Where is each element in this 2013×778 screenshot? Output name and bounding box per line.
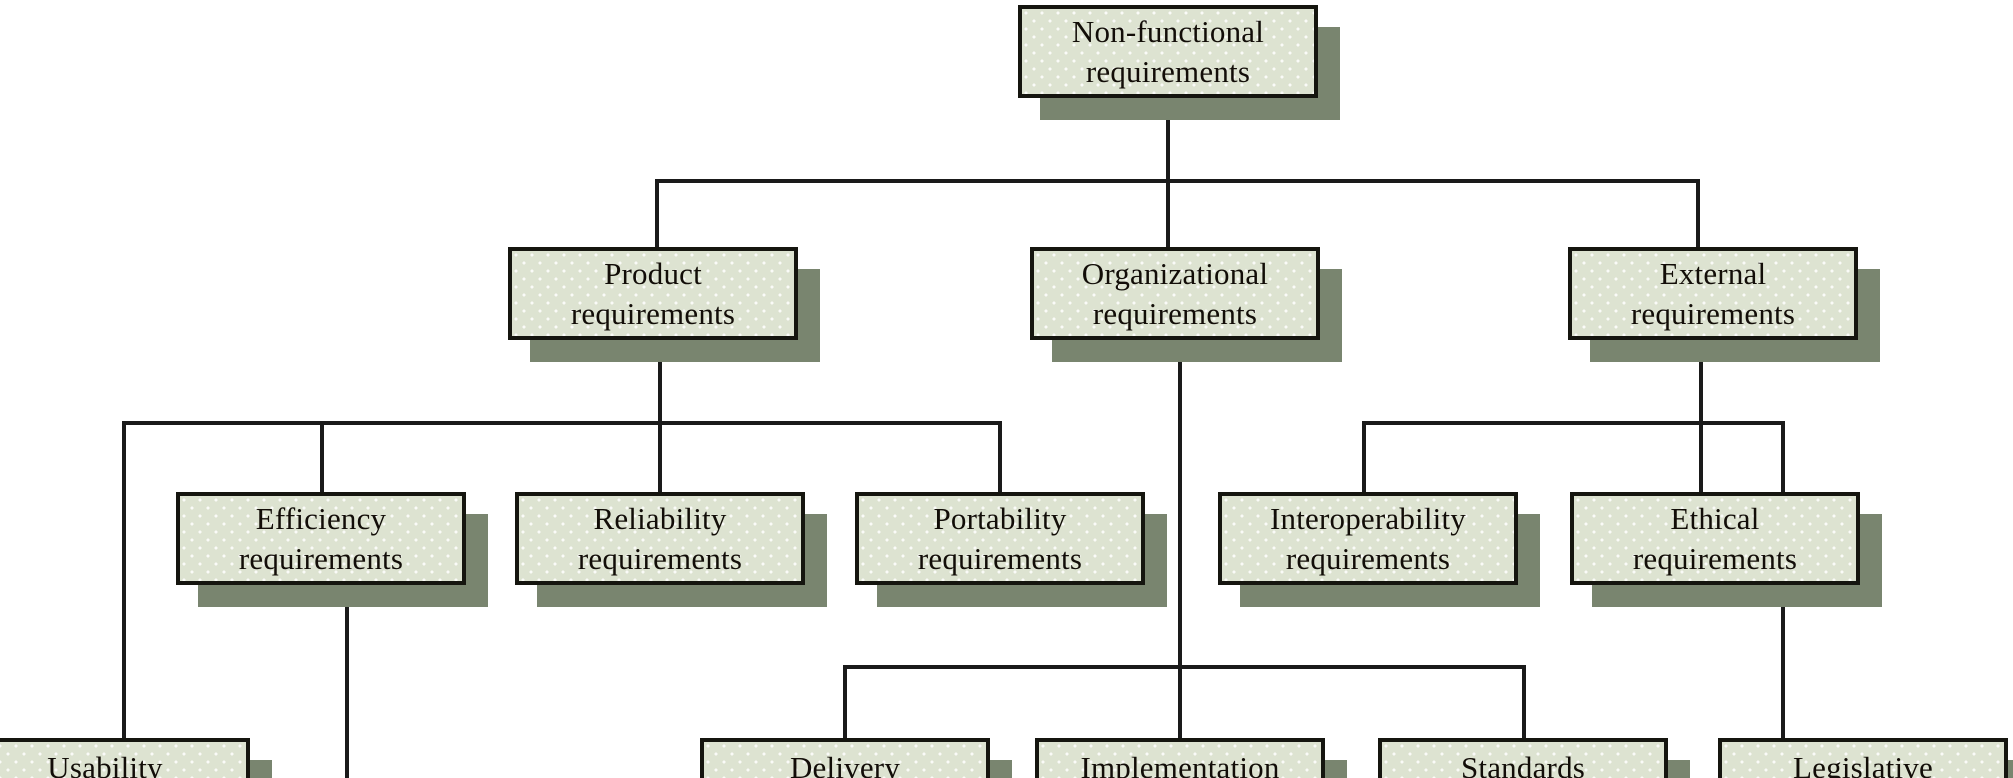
node-label-line1: Legislative	[1793, 750, 1933, 778]
node-usability[interactable]: Usability	[0, 738, 250, 778]
node-label-line2: requirements	[1092, 295, 1258, 331]
node-label-line1: Ethical	[1670, 501, 1760, 537]
edge-product-stem	[658, 338, 662, 496]
node-non-functional-requirements[interactable]: Non-functional requirements	[1018, 5, 1318, 98]
edge-organizational-to-standards	[1522, 665, 1526, 743]
node-label-line2: requirements	[1630, 295, 1796, 331]
node-standards[interactable]: Standards	[1378, 738, 1668, 778]
node-label-line1: Product	[604, 256, 702, 292]
edge-organizational-bus	[843, 665, 1526, 669]
edge-external-bus	[1362, 421, 1785, 425]
edge-external-to-interoperability	[1362, 421, 1366, 496]
node-label-line2: requirements	[577, 540, 743, 576]
node-reliability-requirements[interactable]: Reliability requirements	[515, 492, 805, 585]
node-label-line1: Standards	[1460, 750, 1586, 778]
edge-level1-bus	[655, 179, 1700, 183]
node-label-line2: requirements	[1085, 53, 1251, 89]
node-implementation[interactable]: Implementation	[1035, 738, 1325, 778]
node-efficiency-requirements[interactable]: Efficiency requirements	[176, 492, 466, 585]
node-organizational-requirements[interactable]: Organizational requirements	[1030, 247, 1320, 340]
node-label-line1: Reliability	[593, 501, 727, 537]
node-legislative[interactable]: Legislative	[1718, 738, 2008, 778]
node-label-line2: requirements	[238, 540, 404, 576]
edge-organizational-to-delivery	[843, 665, 847, 743]
node-label-line2: requirements	[570, 295, 736, 331]
node-label-line2: requirements	[1632, 540, 1798, 576]
node-label-line1: Implementation	[1080, 750, 1280, 778]
node-product-requirements[interactable]: Product requirements	[508, 247, 798, 340]
edge-root-stem	[1166, 95, 1170, 251]
node-label-line1: External	[1659, 256, 1767, 292]
edge-product-bus	[122, 421, 1002, 425]
node-label-line1: Delivery	[789, 750, 901, 778]
node-label-line1: Efficiency	[255, 501, 387, 537]
edge-product-to-efficiency	[320, 421, 324, 496]
node-delivery[interactable]: Delivery	[700, 738, 990, 778]
node-label-line1: Portability	[933, 501, 1067, 537]
edge-product-to-portability	[998, 421, 1002, 496]
node-label-line2: requirements	[917, 540, 1083, 576]
edge-efficiency-stem	[345, 583, 349, 778]
node-ethical-requirements[interactable]: Ethical requirements	[1570, 492, 1860, 585]
node-portability-requirements[interactable]: Portability requirements	[855, 492, 1145, 585]
node-external-requirements[interactable]: External requirements	[1568, 247, 1858, 340]
edge-root-to-product	[655, 179, 659, 251]
edge-root-to-external	[1696, 179, 1700, 251]
node-label-line1: Interoperability	[1269, 501, 1466, 537]
node-label-line1: Organizational	[1081, 256, 1269, 292]
edge-organizational-stem	[1178, 338, 1182, 744]
node-label-line1: Usability	[47, 750, 163, 778]
edge-external-stem	[1699, 338, 1703, 496]
edge-product-to-usability	[122, 421, 126, 743]
node-label-line2: requirements	[1285, 540, 1451, 576]
node-label-line1: Non-functional	[1071, 14, 1265, 50]
node-interoperability-requirements[interactable]: Interoperability requirements	[1218, 492, 1518, 585]
